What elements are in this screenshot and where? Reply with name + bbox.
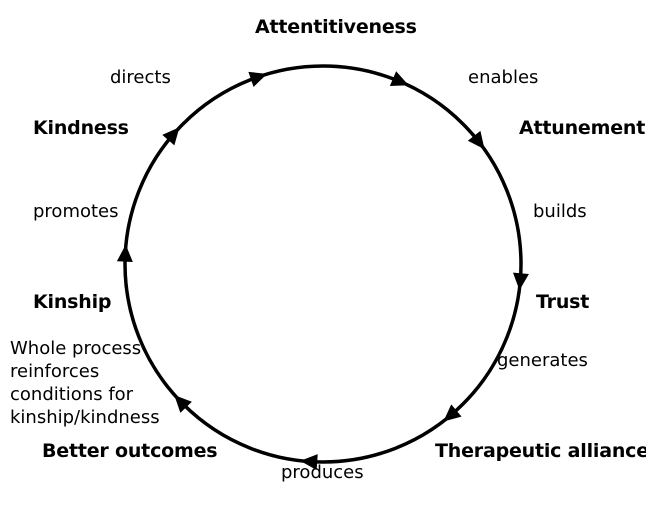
edge-label-builds: builds bbox=[533, 201, 587, 222]
note-line-4: kinship/kindness bbox=[10, 407, 160, 428]
node-attentitiveness: Attentitiveness bbox=[255, 16, 417, 38]
edge-label-generates: generates bbox=[497, 350, 588, 371]
arrow-better-outcomes-head bbox=[174, 395, 192, 413]
note-line-3: conditions for bbox=[10, 384, 134, 405]
arrow-produces-head bbox=[300, 454, 318, 471]
node-kindness: Kindness bbox=[33, 117, 129, 139]
note-line-2: reinforces bbox=[10, 361, 100, 382]
note-line-1: Whole process bbox=[10, 338, 142, 359]
node-therapeutic-alliance: Therapeutic alliance bbox=[435, 440, 646, 462]
edge-label-directs: directs bbox=[110, 67, 171, 88]
reinforcement-note: Whole process reinforces conditions for … bbox=[10, 337, 160, 429]
arrow-generates-head bbox=[443, 404, 462, 422]
arrow-kindness-head bbox=[162, 127, 180, 146]
node-attunement: Attunement bbox=[519, 117, 646, 139]
edge-label-promotes: promotes bbox=[33, 201, 119, 222]
cycle-arrows bbox=[116, 71, 529, 471]
arrow-builds-head bbox=[512, 272, 529, 291]
node-kinship: Kinship bbox=[33, 291, 112, 313]
cycle-ring bbox=[123, 64, 523, 464]
node-better-outcomes: Better outcomes bbox=[42, 440, 218, 462]
arrow-attunement-head bbox=[467, 130, 485, 150]
arrow-kinship-head bbox=[116, 244, 133, 263]
edge-label-enables: enables bbox=[468, 67, 539, 88]
edge-label-produces: produces bbox=[281, 462, 364, 483]
arrow-directs-head bbox=[248, 71, 268, 87]
arrow-enables-head bbox=[389, 71, 409, 86]
node-trust: Trust bbox=[536, 291, 590, 313]
